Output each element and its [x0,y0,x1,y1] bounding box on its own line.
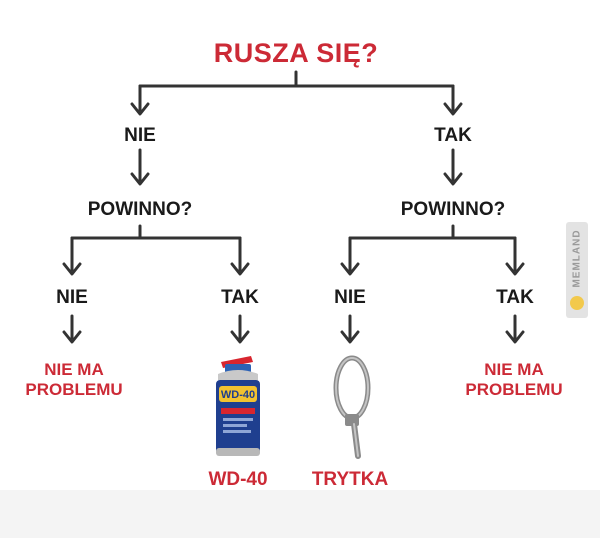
wd40-can-image: WD-40 [216,356,260,456]
left-no-result: NIE MA PROBLEMU [25,359,123,399]
cable-tie-image [333,355,371,459]
flowchart-title: RUSZA SIĘ? [213,38,379,69]
watermark-text: MEMLAND [571,228,583,288]
right-no-result: TRYTKA [311,468,389,490]
right-branch-answer: TAK [434,124,472,146]
right-yes-result: NIE MA PROBLEMU [465,359,563,399]
left-yes-answer: TAK [221,286,259,308]
left-branch-question: POWINNO? [87,198,193,220]
smiley-icon [570,296,584,310]
wd40-can-label: WD-40 [221,389,255,401]
left-yes-result: WD-40 [208,468,268,490]
right-branch-question: POWINNO? [400,198,506,220]
bottom-band [0,490,600,538]
right-yes-answer: TAK [496,286,534,308]
memland-watermark: MEMLAND [566,222,588,318]
left-no-answer: NIE [56,286,88,308]
left-branch-answer: NIE [124,124,156,146]
right-no-answer: NIE [334,286,366,308]
